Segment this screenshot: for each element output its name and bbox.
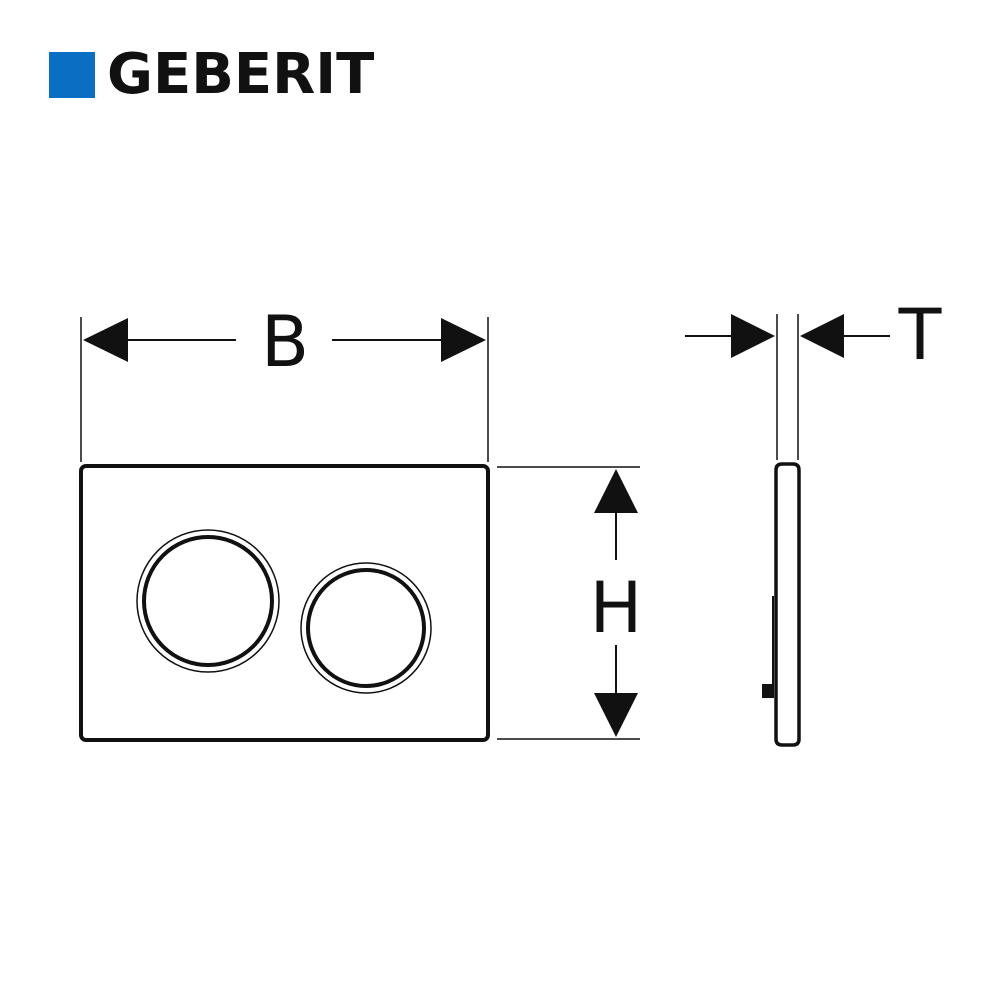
width-label: B (261, 301, 309, 383)
logo-blue-square (49, 52, 95, 98)
thickness-label: T (898, 294, 942, 376)
plate-outline (79, 464, 490, 742)
geberit-logo: GEBERIT (49, 42, 375, 107)
width-dimension: B (80, 301, 489, 462)
height-arrow-bottom (594, 693, 638, 737)
thickness-dimension: T (685, 294, 942, 460)
width-arrow-right (441, 318, 486, 362)
large-button-outer-ring (136, 529, 280, 673)
small-button-outer-ring (300, 562, 432, 694)
thickness-arrow-left (731, 314, 775, 358)
small-flush-button (306, 568, 426, 688)
height-label: H (590, 567, 643, 649)
thickness-arrow-right (800, 314, 844, 358)
front-view (79, 464, 490, 742)
height-arrow-top (594, 469, 638, 513)
side-view (762, 462, 801, 747)
plate-side-profile (774, 462, 801, 747)
side-mount-clip (762, 684, 774, 698)
width-arrow-left (83, 318, 128, 362)
logo-wordmark: GEBERIT (107, 42, 375, 107)
large-flush-button (142, 535, 274, 667)
height-dimension: H (497, 466, 643, 740)
